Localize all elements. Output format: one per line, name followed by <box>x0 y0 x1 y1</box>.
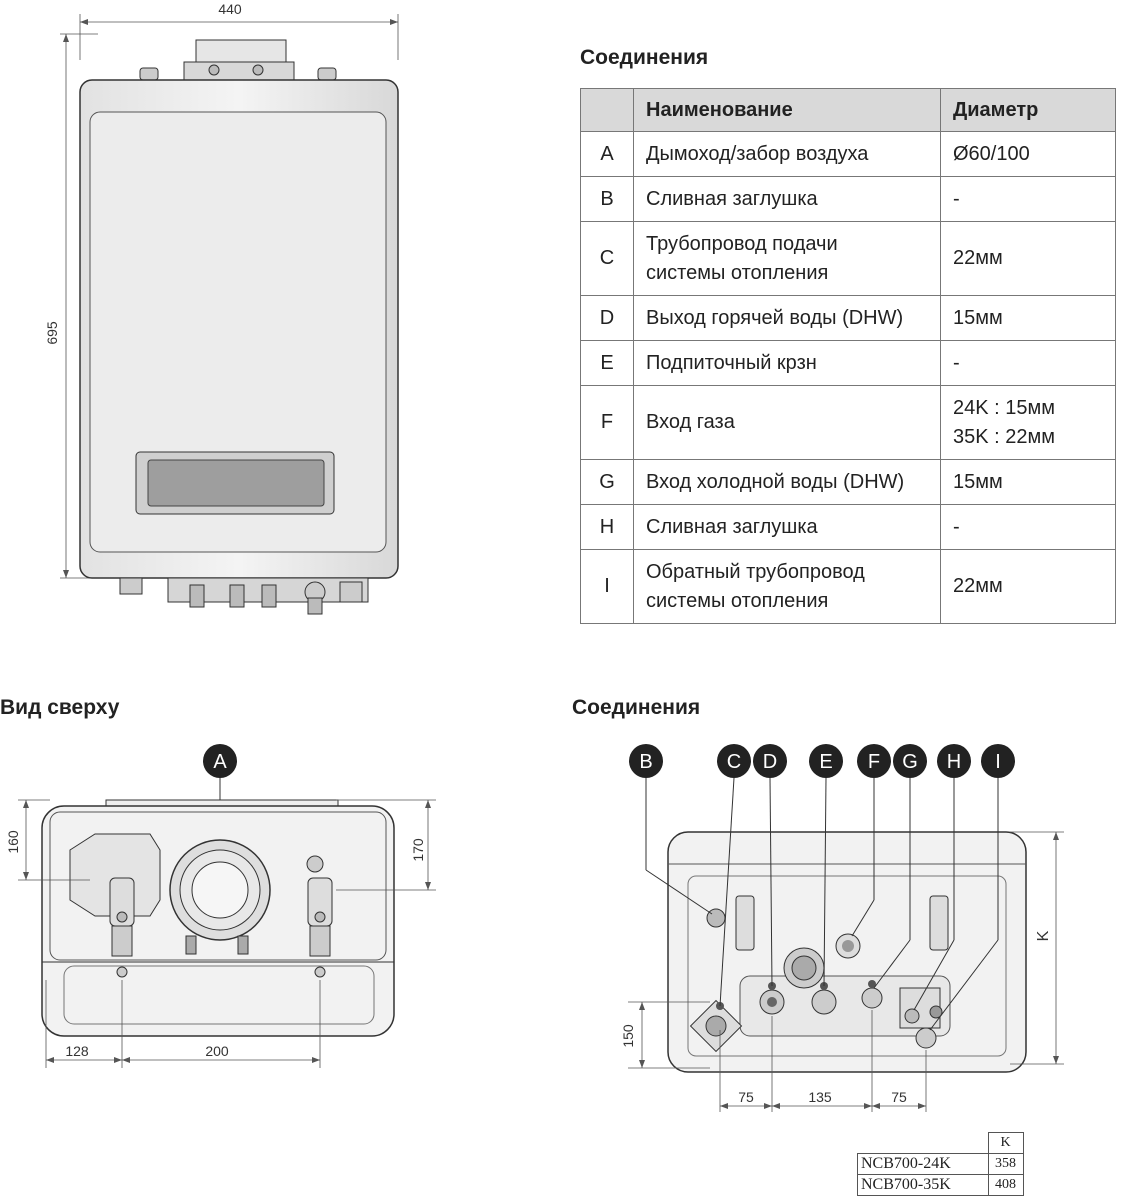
header-diameter: Диаметр <box>940 88 1116 132</box>
table-row: G Вход холодной воды (DHW) 15мм <box>580 459 1116 505</box>
header-letter <box>580 88 634 132</box>
k-table-row: NCB700-35K 408 <box>857 1174 1024 1196</box>
marker-f-label: F <box>868 751 880 773</box>
marker-b: B <box>629 744 663 778</box>
row-diameter: - <box>940 176 1116 222</box>
row-diameter-line: 35K : 22мм <box>953 425 1056 448</box>
row-letter: E <box>580 340 634 386</box>
front-width-dim: 440 <box>218 1 242 17</box>
row-letter: H <box>580 504 634 550</box>
k-model: NCB700-35K <box>857 1174 989 1196</box>
row-name: Сливная заглушка <box>633 504 941 550</box>
row-diameter: - <box>940 504 1116 550</box>
row-diameter: - <box>940 340 1116 386</box>
k-model: NCB700-24K <box>857 1153 989 1175</box>
table-row: F Вход газа 24K : 15мм 35K : 22мм <box>580 385 1116 460</box>
row-diameter: 22мм <box>940 221 1116 296</box>
row-name-line: Трубопровод подачи <box>646 232 838 255</box>
marker-g: G <box>893 744 927 778</box>
bottom-view-title: Соединения <box>572 696 701 719</box>
table-header-row: Наименование Диаметр <box>580 88 1116 132</box>
row-diameter-line: 24K : 15мм <box>953 396 1056 419</box>
row-diameter: 15мм <box>940 295 1116 341</box>
k-table-row: NCB700-24K 358 <box>857 1153 1024 1175</box>
top-right-height-dim: 170 <box>410 838 426 862</box>
row-name: Выход горячей воды (DHW) <box>633 295 941 341</box>
marker-i-label: I <box>995 751 1001 773</box>
k-value: 408 <box>987 1174 1024 1196</box>
row-letter: I <box>580 549 634 624</box>
row-name-line: системы отопления <box>646 589 829 612</box>
table-row: E Подпиточный крзн - <box>580 340 1116 386</box>
top-view-drawing: A 160 170 128 200 <box>5 744 436 1068</box>
row-diameter: 15мм <box>940 459 1116 505</box>
row-letter: C <box>580 221 634 296</box>
table-row: C Трубопровод подачи системы отопления 2… <box>580 221 1116 296</box>
top-span-dim: 200 <box>205 1043 229 1059</box>
k-header-model <box>857 1132 989 1154</box>
row-letter: D <box>580 295 634 341</box>
marker-g-label: G <box>902 751 918 773</box>
row-diameter: 24K : 15мм 35K : 22мм <box>940 385 1116 460</box>
row-name-line: системы отопления <box>646 261 829 284</box>
row-name: Трубопровод подачи системы отопления <box>633 221 941 296</box>
k-header-k: K <box>987 1132 1024 1154</box>
marker-b-label: B <box>639 751 652 773</box>
marker-c: C <box>717 744 751 778</box>
k-table-header: K <box>857 1132 1024 1154</box>
table-row: H Сливная заглушка - <box>580 504 1116 550</box>
marker-d-label: D <box>763 751 777 773</box>
bottom-height-dim: 150 <box>620 1024 636 1048</box>
top-left-offset-dim: 128 <box>65 1043 89 1059</box>
marker-h: H <box>937 744 971 778</box>
row-name: Обратный трубопровод системы отопления <box>633 549 941 624</box>
bottom-dim-3: 75 <box>891 1089 907 1105</box>
row-name: Вход газа <box>633 385 941 460</box>
marker-c-label: C <box>727 751 741 773</box>
connections-table-title: Соединения <box>580 46 709 69</box>
k-table: K NCB700-24K 358 NCB700-35K 408 <box>857 1132 1024 1196</box>
row-diameter: 22мм <box>940 549 1116 624</box>
k-value: 358 <box>987 1153 1024 1175</box>
row-name: Вход холодной воды (DHW) <box>633 459 941 505</box>
header-name: Наименование <box>633 88 941 132</box>
front-height-dim: 695 <box>44 321 60 345</box>
row-name-line: Обратный трубопровод <box>646 560 865 583</box>
row-letter: B <box>580 176 634 222</box>
bottom-dim-1: 75 <box>738 1089 754 1105</box>
top-view-title: Вид сверху <box>0 696 120 719</box>
marker-a: A <box>213 751 227 773</box>
marker-h-label: H <box>947 751 961 773</box>
table-row: D Выход горячей воды (DHW) 15мм <box>580 295 1116 341</box>
table-row: B Сливная заглушка - <box>580 176 1116 222</box>
front-view-drawing: 440 695 <box>44 1 399 615</box>
row-letter: A <box>580 131 634 177</box>
marker-i: I <box>981 744 1015 778</box>
marker-e-label: E <box>819 751 832 773</box>
row-diameter: Ø60/100 <box>940 131 1116 177</box>
table-row: I Обратный трубопровод системы отопления… <box>580 549 1116 624</box>
bottom-view-drawing: B C D E F G H I 150 K <box>620 744 1064 1112</box>
marker-e: E <box>809 744 843 778</box>
k-dim: K <box>1035 930 1052 941</box>
top-left-height-dim: 160 <box>5 830 21 854</box>
row-letter: G <box>580 459 634 505</box>
row-name: Подпиточный крзн <box>633 340 941 386</box>
row-name: Дымоход/забор воздуха <box>633 131 941 177</box>
table-row: A Дымоход/забор воздуха Ø60/100 <box>580 131 1116 177</box>
row-letter: F <box>580 385 634 460</box>
bottom-dim-2: 135 <box>808 1089 832 1105</box>
row-name: Сливная заглушка <box>633 176 941 222</box>
marker-d: D <box>753 744 787 778</box>
connections-table: Наименование Диаметр A Дымоход/забор воз… <box>580 88 1116 624</box>
marker-f: F <box>857 744 891 778</box>
